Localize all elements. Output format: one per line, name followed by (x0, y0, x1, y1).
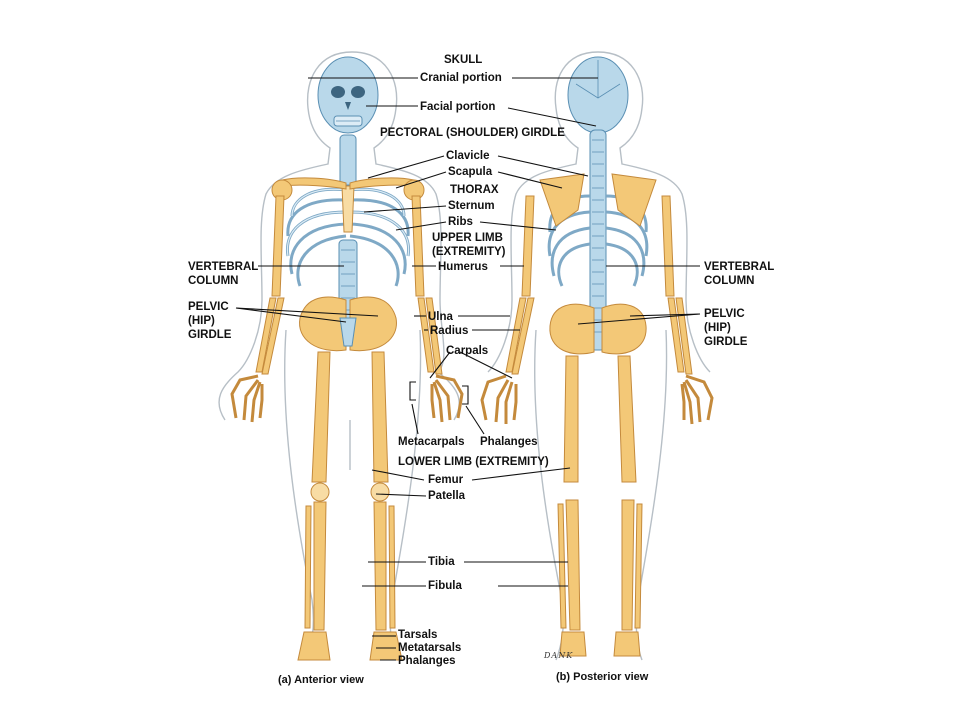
label-phalanges-hand: Phalanges (480, 436, 538, 448)
posterior-body-outline (487, 51, 711, 661)
label-fibula: Fibula (428, 580, 462, 592)
label-carpals: Carpals (446, 345, 489, 357)
anterior-shoulder-girdle (271, 177, 425, 201)
posterior-vertebral-column (589, 129, 607, 351)
label-femur: Femur (428, 474, 464, 486)
caption-anterior-view: (a) Anterior view (278, 674, 364, 686)
anterior-rib-cage (285, 185, 411, 287)
label-upper-limb-extremity: (EXTREMITY) (432, 246, 506, 258)
sternum-bone (341, 185, 355, 233)
label-column-right: COLUMN (704, 275, 755, 287)
posterior-legs (557, 355, 643, 657)
label-sternum: Sternum (448, 200, 495, 212)
label-patella: Patella (428, 490, 466, 502)
label-humerus: Humerus (438, 261, 488, 273)
label-facial-portion: Facial portion (420, 101, 496, 113)
label-girdle-left: GIRDLE (188, 329, 232, 341)
artist-signature: DANK (544, 651, 574, 660)
posterior-scapulae (539, 173, 657, 227)
label-pelvic-left: PELVIC (188, 301, 229, 313)
anterior-arms (230, 195, 464, 423)
anterior-pelvis (299, 296, 397, 352)
posterior-skeleton (480, 51, 714, 661)
label-girdle-right: GIRDLE (704, 336, 748, 348)
label-pelvic-right: PELVIC (704, 308, 745, 320)
label-scapula: Scapula (448, 166, 493, 178)
label-radius: Radius (430, 325, 469, 337)
leader-lines (235, 77, 701, 661)
label-lower-limb: LOWER LIMB (EXTREMITY) (398, 456, 549, 468)
label-clavicle: Clavicle (446, 150, 490, 162)
label-metatarsals: Metatarsals (398, 642, 462, 654)
label-ribs: Ribs (448, 216, 473, 228)
label-metacarpals: Metacarpals (398, 436, 465, 448)
anterior-legs (297, 351, 403, 661)
posterior-arms (480, 195, 714, 425)
anterior-body-outline (218, 51, 460, 661)
label-column-left: COLUMN (188, 275, 239, 287)
label-phalanges-foot: Phalanges (398, 655, 456, 667)
anterior-skeleton (218, 51, 464, 661)
label-ulna: Ulna (428, 311, 453, 323)
label-hip-left: (HIP) (188, 315, 215, 327)
label-vertebral-left: VERTEBRAL (188, 261, 259, 273)
label-cranial-portion: Cranial portion (420, 72, 502, 84)
anterior-skull (317, 56, 379, 134)
label-vertebral-right: VERTEBRAL (704, 261, 775, 273)
label-thorax: THORAX (450, 184, 499, 196)
label-tarsals: Tarsals (398, 629, 438, 641)
posterior-pelvis (549, 303, 647, 355)
caption-posterior-view: (b) Posterior view (556, 671, 649, 683)
label-hip-right: (HIP) (704, 322, 731, 334)
label-skull: SKULL (444, 54, 483, 66)
label-tibia: Tibia (428, 556, 455, 568)
label-pectoral-girdle: PECTORAL (SHOULDER) GIRDLE (380, 127, 565, 139)
label-upper-limb: UPPER LIMB (432, 232, 503, 244)
